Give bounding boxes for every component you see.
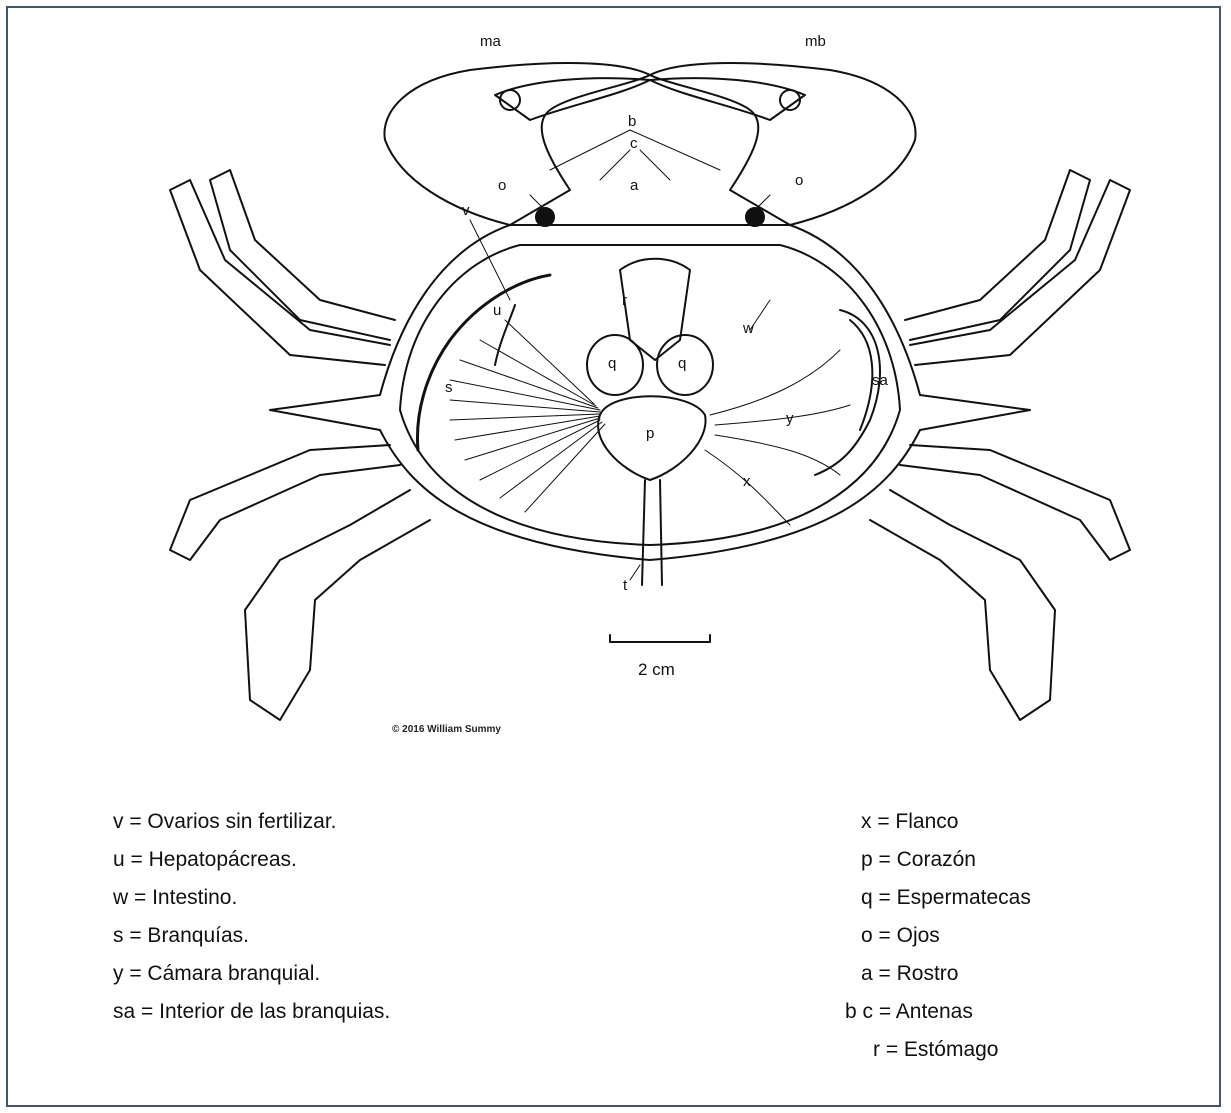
label-s: s xyxy=(445,379,453,396)
left-leg-3 xyxy=(170,445,400,560)
carapace-outline xyxy=(270,225,1030,560)
legend-item-bc: b c = Antenas xyxy=(845,1000,973,1024)
label-y: y xyxy=(786,410,794,427)
scale-bar-label: 2 cm xyxy=(638,660,675,679)
eye-right xyxy=(746,208,764,226)
crab-anatomy-figure: ma mb b c a o o v r u q q s p w sa y x t… xyxy=(150,20,1150,750)
legend-item-y: y = Cámara branquial. xyxy=(113,962,320,986)
label-x: x xyxy=(743,473,751,490)
legend-item-p: p = Corazón xyxy=(861,848,976,872)
label-t: t xyxy=(623,577,628,594)
label-sa: sa xyxy=(872,372,889,389)
left-swimming-leg xyxy=(245,490,430,720)
intestine-tube xyxy=(642,480,662,585)
scale-bar xyxy=(610,635,710,642)
legend-item-sa: sa = Interior de las branquias. xyxy=(113,1000,390,1024)
label-o-right: o xyxy=(795,172,803,189)
label-v: v xyxy=(462,202,470,219)
gills-fan xyxy=(450,320,605,512)
label-w: w xyxy=(742,320,754,337)
right-leg-1 xyxy=(905,170,1090,340)
label-r: r xyxy=(622,292,627,309)
label-c: c xyxy=(630,135,638,152)
left-leg-2 xyxy=(170,180,390,365)
label-o-left: o xyxy=(498,177,506,194)
legend-item-u: u = Hepatopácreas. xyxy=(113,848,297,872)
label-b: b xyxy=(628,113,636,130)
label-a: a xyxy=(630,177,639,194)
legend-item-a: a = Rostro xyxy=(861,962,958,986)
legend-item-q: q = Espermatecas xyxy=(861,886,1031,910)
legend-item-o: o = Ojos xyxy=(861,924,940,948)
legend-item-s: s = Branquías. xyxy=(113,924,249,948)
label-mb: mb xyxy=(805,33,826,50)
branchial-chamber xyxy=(705,350,850,525)
copyright-credit: © 2016 William Summy xyxy=(392,724,501,735)
label-q-left: q xyxy=(608,355,616,372)
legend-item-r: r = Estómago xyxy=(873,1038,998,1062)
right-swimming-leg xyxy=(870,490,1055,720)
legend-item-w: w = Intestino. xyxy=(113,886,237,910)
legend-item-x: x = Flanco xyxy=(861,810,958,834)
left-leg-1 xyxy=(210,170,395,340)
legend-item-v: v = Ovarios sin fertilizar. xyxy=(113,810,336,834)
body-cavity xyxy=(400,245,900,545)
label-u: u xyxy=(493,302,501,319)
stomach-shape xyxy=(620,259,690,360)
eye-left xyxy=(536,208,554,226)
right-leg-3 xyxy=(900,445,1130,560)
label-p: p xyxy=(646,425,654,442)
right-leg-2 xyxy=(910,180,1130,365)
label-ma: ma xyxy=(480,33,501,50)
crab-anatomy-drawing: ma mb b c a o o v r u q q s p w sa y x t… xyxy=(150,20,1150,750)
gill-interior xyxy=(815,310,880,475)
label-q-right: q xyxy=(678,355,686,372)
